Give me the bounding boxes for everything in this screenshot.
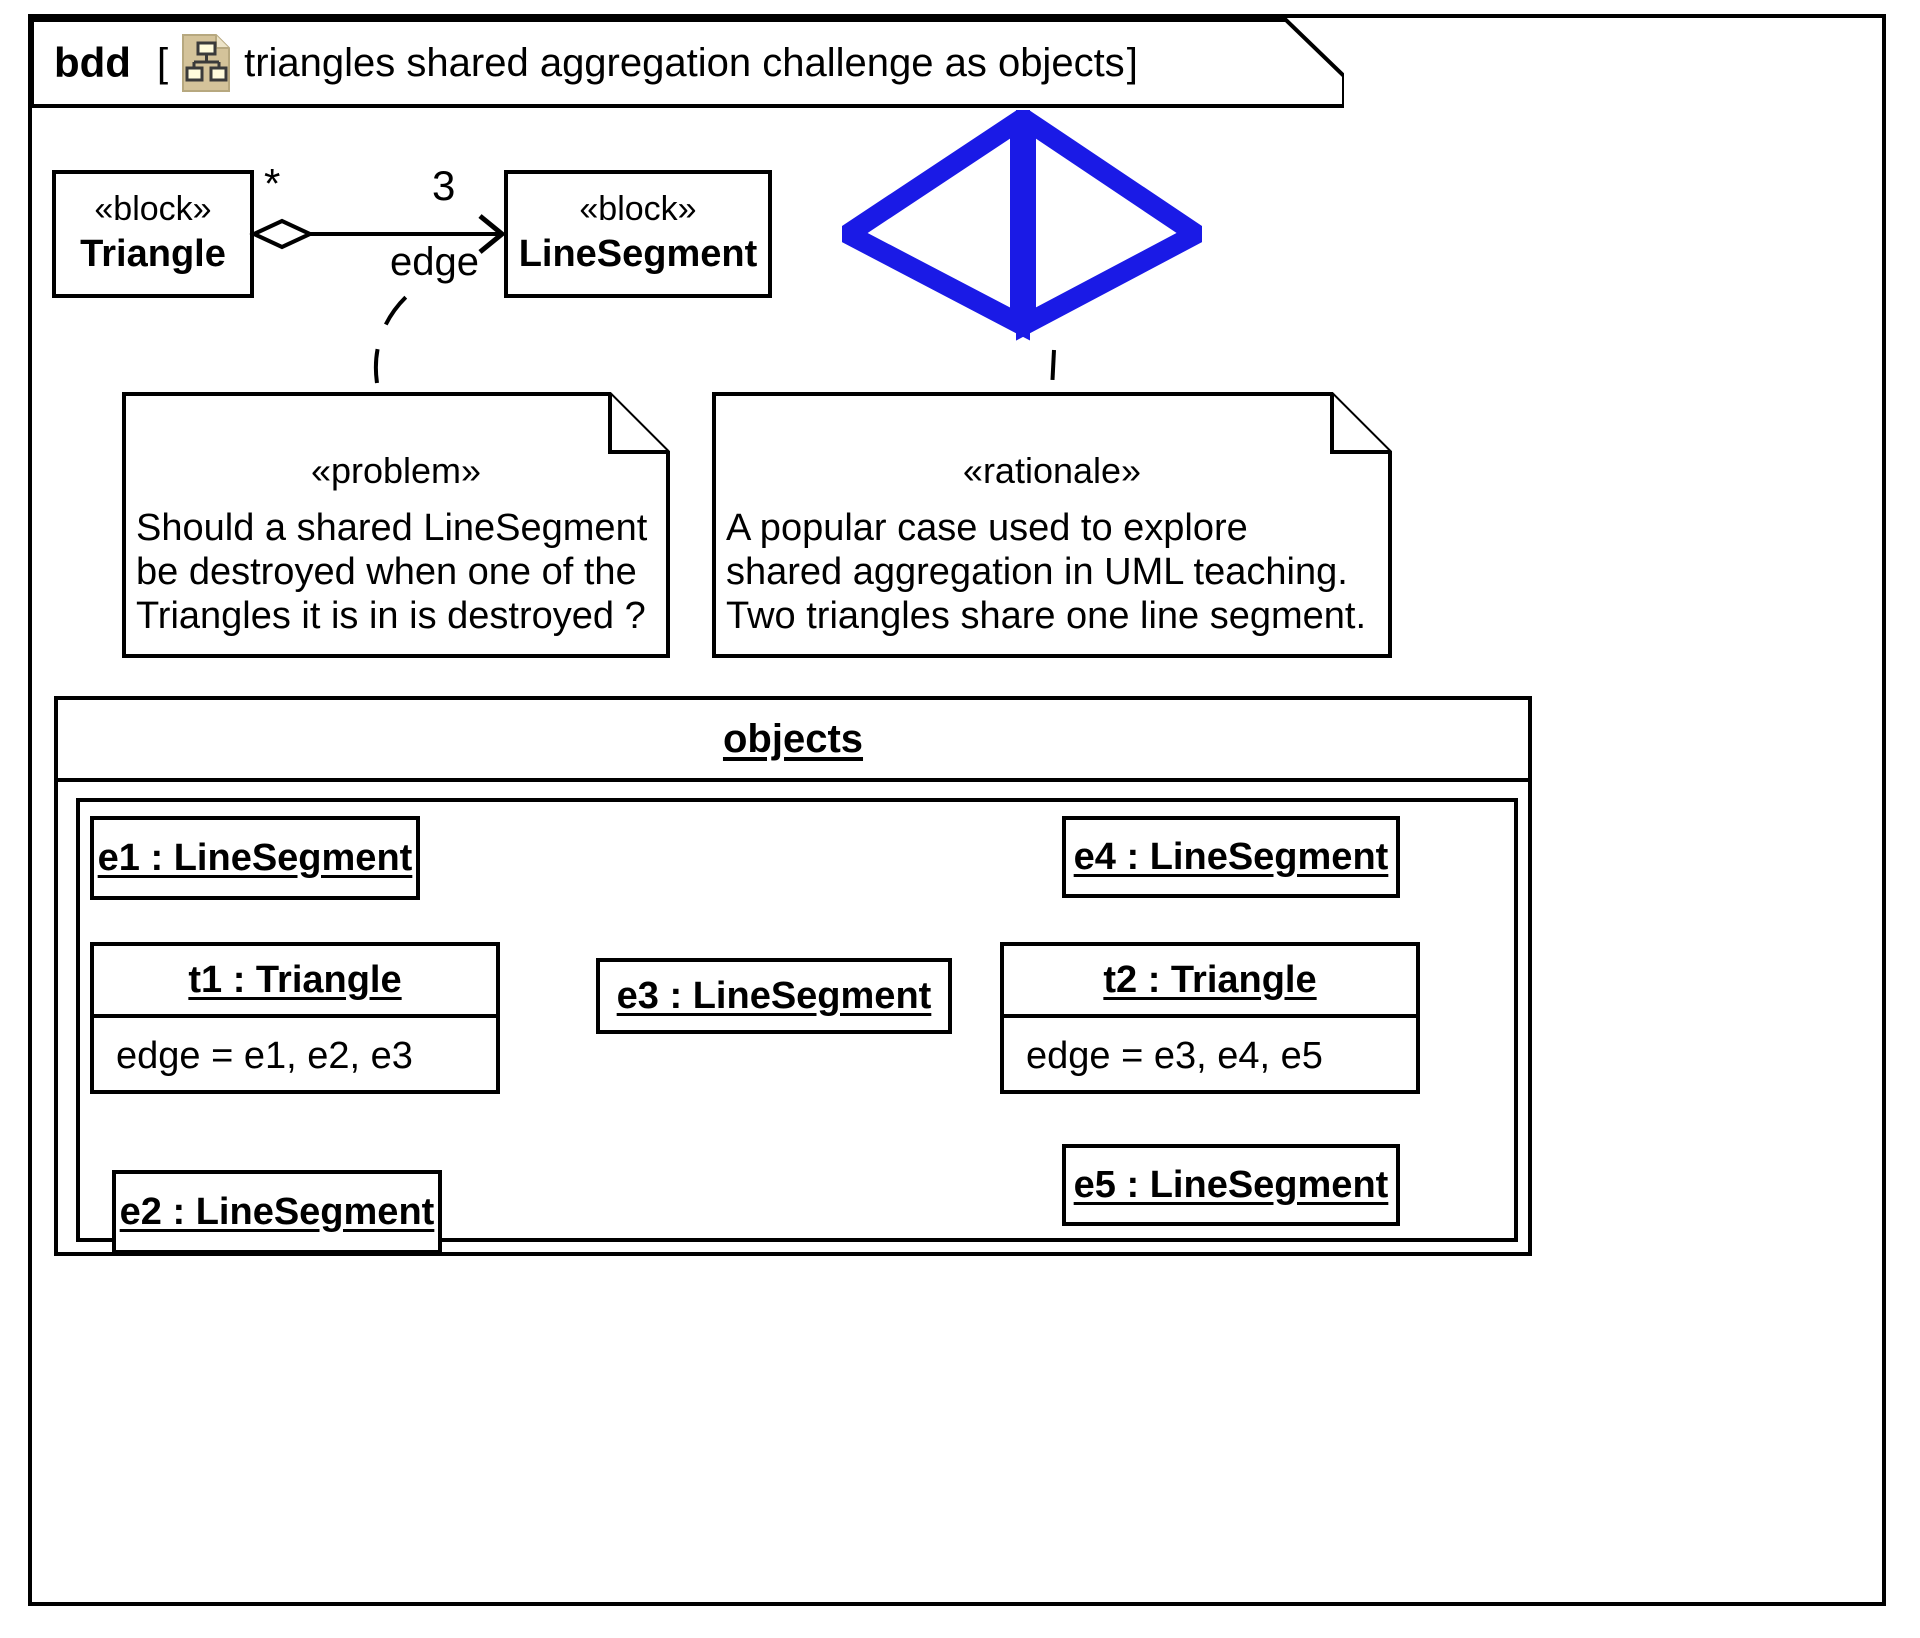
instance-name-e5: e5 : LineSegment bbox=[1073, 1163, 1389, 1206]
block-triangle-name: Triangle bbox=[80, 232, 226, 275]
association-target-multiplicity: 3 bbox=[432, 162, 456, 209]
diagram-kind-label: bdd bbox=[54, 39, 131, 86]
bracket-open: [ bbox=[156, 40, 169, 85]
diagram-title: triangles shared aggregation challenge a… bbox=[244, 40, 1125, 85]
diagram-header-tag: bdd [ triangles bbox=[32, 18, 1344, 108]
note-rationale-line-2: shared aggregation in UML teaching. bbox=[726, 551, 1348, 594]
bdd-diagram-frame: bdd [ triangles bbox=[28, 14, 1886, 1606]
instance-box-e5[interactable]: e5 : LineSegment bbox=[1062, 1144, 1400, 1226]
note-problem-stereotype: «problem» bbox=[310, 450, 482, 491]
rationale-note-anchor-line bbox=[1050, 349, 1056, 391]
block-definition-diagram-icon bbox=[182, 34, 231, 92]
association-role-label: edge bbox=[390, 240, 479, 284]
problem-note-anchor-line bbox=[373, 294, 409, 384]
instance-name-e3: e3 : LineSegment bbox=[616, 974, 932, 1017]
instance-box-e4[interactable]: e4 : LineSegment bbox=[1062, 816, 1400, 898]
instance-slot-t2-edge: edge = e3, e4, e5 bbox=[1026, 1034, 1323, 1077]
note-rationale-line-1: A popular case used to explore bbox=[726, 507, 1248, 549]
block-linesegment-name: LineSegment bbox=[518, 232, 758, 275]
instance-name-e4: e4 : LineSegment bbox=[1073, 835, 1389, 878]
note-problem: «problem» Should a shared LineSegment be… bbox=[122, 392, 670, 658]
block-triangle[interactable]: «block» Triangle bbox=[52, 170, 254, 298]
instance-slot-t1-edge: edge = e1, e2, e3 bbox=[116, 1034, 413, 1077]
instance-box-e2[interactable]: e2 : LineSegment bbox=[112, 1170, 442, 1254]
note-problem-line-3: Triangles it is in is destroyed ? bbox=[136, 595, 646, 638]
instance-box-e1[interactable]: e1 : LineSegment bbox=[90, 816, 420, 900]
note-rationale-fold-icon bbox=[1330, 394, 1390, 454]
instance-name-t1: t1 : Triangle bbox=[94, 946, 496, 1018]
instance-box-t2[interactable]: t2 : Triangle edge = e3, e4, e5 bbox=[1000, 942, 1420, 1094]
instance-name-e1: e1 : LineSegment bbox=[97, 836, 413, 879]
note-rationale: «rationale» A popular case used to explo… bbox=[712, 392, 1392, 658]
instance-name-t2: t2 : Triangle bbox=[1004, 946, 1416, 1018]
instance-box-e3[interactable]: e3 : LineSegment bbox=[596, 958, 952, 1034]
header-tag-outline bbox=[32, 18, 1344, 108]
block-linesegment-stereotype: «block» bbox=[579, 190, 697, 229]
objects-panel-header: objects bbox=[58, 700, 1528, 782]
left-triangle-shape bbox=[828, 101, 1030, 341]
objects-panel-title: objects bbox=[722, 716, 864, 761]
association-source-multiplicity: * bbox=[264, 160, 281, 207]
note-problem-line-1: Should a shared LineSegment bbox=[136, 507, 648, 549]
shared-aggregation-diamond-icon bbox=[249, 218, 315, 250]
open-arrow-icon bbox=[478, 214, 506, 254]
right-triangle-shape bbox=[1016, 101, 1216, 341]
bracket-close: ] bbox=[1126, 40, 1138, 85]
note-problem-line-2: be destroyed when one of the bbox=[136, 551, 637, 594]
two-triangles-illustration bbox=[828, 101, 1216, 350]
note-rationale-outline bbox=[712, 392, 1392, 658]
block-linesegment[interactable]: «block» LineSegment bbox=[504, 170, 772, 298]
instance-name-e2: e2 : LineSegment bbox=[119, 1190, 435, 1233]
note-rationale-line-3: Two triangles share one line segment. bbox=[726, 595, 1367, 638]
instance-box-t1[interactable]: t1 : Triangle edge = e1, e2, e3 bbox=[90, 942, 500, 1094]
block-triangle-stereotype: «block» bbox=[94, 190, 212, 229]
note-problem-outline bbox=[122, 392, 670, 658]
note-problem-fold-icon bbox=[608, 394, 668, 454]
note-rationale-stereotype: «rationale» bbox=[962, 450, 1142, 491]
